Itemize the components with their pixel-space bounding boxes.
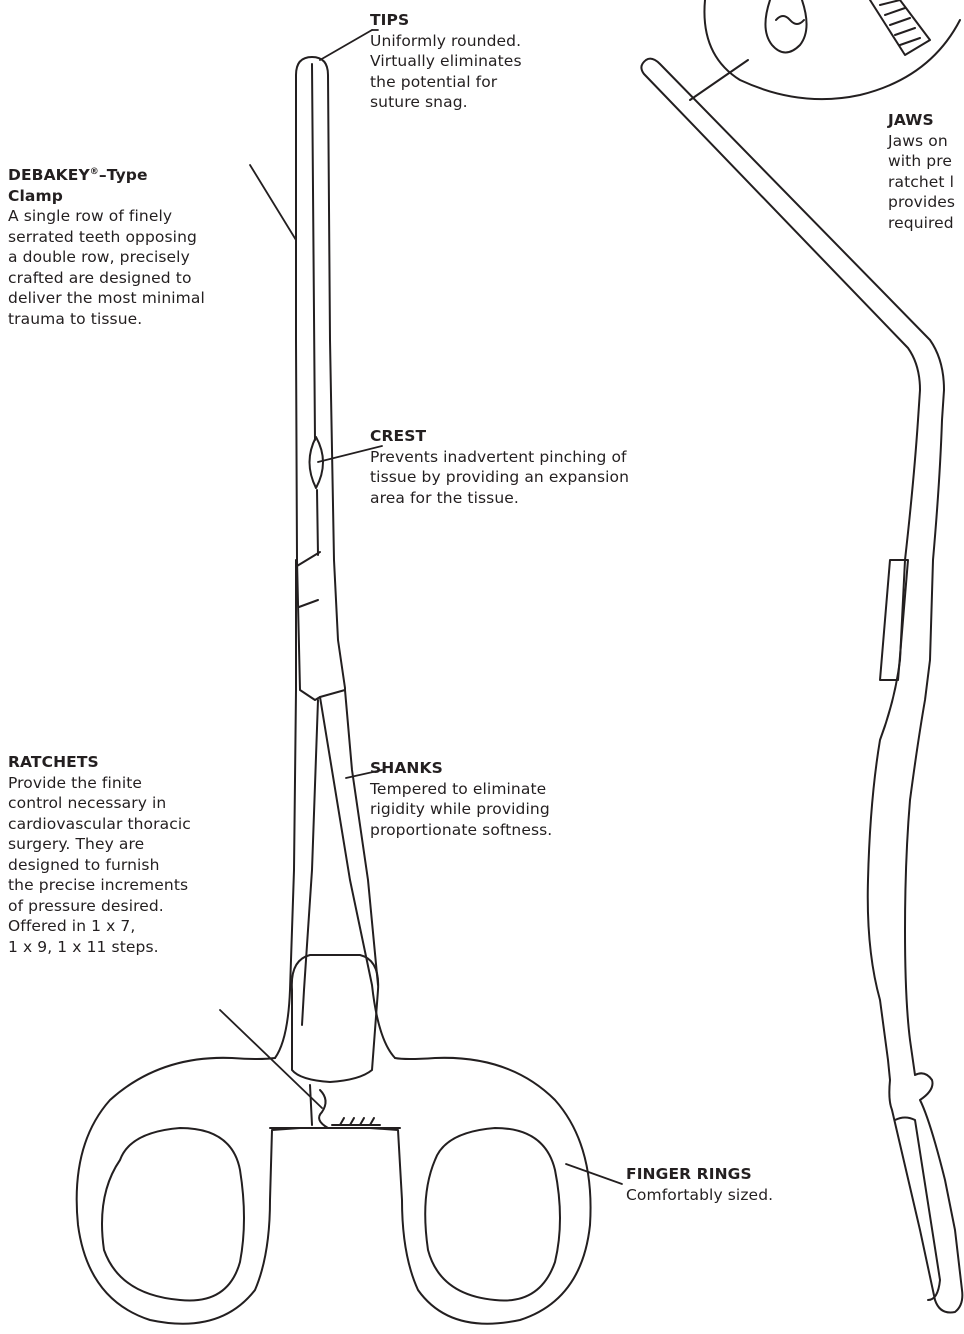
shank-right — [320, 697, 395, 1058]
crest-description: Prevents inadvertent pinching of tissue … — [370, 447, 629, 509]
finger-rings-description: Comfortably sized. — [626, 1185, 773, 1206]
jaws-title: JAWS — [888, 110, 955, 131]
leader-debakey — [250, 165, 296, 240]
ratchets-description: Provide the finite control necessary in … — [8, 773, 191, 958]
tips-description: Uniformly rounded. Virtually eliminates … — [370, 31, 522, 113]
shank-left — [275, 560, 296, 1058]
jaw-detail-hatch — [880, 0, 920, 45]
shanks-title: SHANKS — [370, 758, 552, 779]
crest-shape — [310, 437, 324, 488]
jaw-outline — [296, 57, 345, 700]
jaw-detail-circle — [704, 0, 960, 99]
side-clamp-ring — [895, 1118, 940, 1301]
jaw-detail-teeth — [765, 0, 806, 53]
shanks-description: Tempered to eliminate rigidity while pro… — [370, 779, 552, 841]
jaw-step-line — [297, 552, 320, 566]
debakey-description: A single row of finely serrated teeth op… — [8, 206, 205, 329]
callout-crest: CREST Prevents inadvertent pinching of t… — [370, 426, 629, 508]
registered-mark: ® — [90, 167, 99, 177]
shank-left-inner — [302, 700, 318, 1025]
crest-title: CREST — [370, 426, 629, 447]
jaws-description: Jaws on with pre ratchet l provides requ… — [888, 131, 955, 234]
finger-rings-title: FINGER RINGS — [626, 1164, 773, 1185]
callout-finger-rings: FINGER RINGS Comfortably sized. — [626, 1164, 773, 1205]
tips-title: TIPS — [370, 10, 522, 31]
callout-ratchets: RATCHETS Provide the finite control nece… — [8, 752, 191, 957]
side-clamp-outline — [641, 59, 962, 1313]
callout-debakey: DEBAKEY®–Type Clamp A single row of fine… — [8, 162, 205, 329]
callout-tips: TIPS Uniformly rounded. Virtually elimin… — [370, 10, 522, 113]
leader-tips — [320, 30, 372, 60]
debakey-title: DEBAKEY®–Type Clamp — [8, 162, 205, 206]
finger-ring-left-outer — [77, 1058, 300, 1324]
finger-ring-left-inner — [102, 1128, 244, 1301]
jaw-detail-blade — [870, 0, 930, 55]
callout-jaws: JAWS Jaws on with pre ratchet l provides… — [888, 110, 955, 233]
callout-shanks: SHANKS Tempered to eliminate rigidity wh… — [370, 758, 552, 840]
ratchets-title: RATCHETS — [8, 752, 191, 773]
jaw-step-line-2 — [299, 600, 318, 607]
finger-ring-right-inner — [425, 1128, 560, 1301]
leader-lines — [220, 30, 622, 1184]
leader-finger-rings — [566, 1164, 622, 1184]
debakey-title-main: DEBAKEY — [8, 166, 90, 184]
